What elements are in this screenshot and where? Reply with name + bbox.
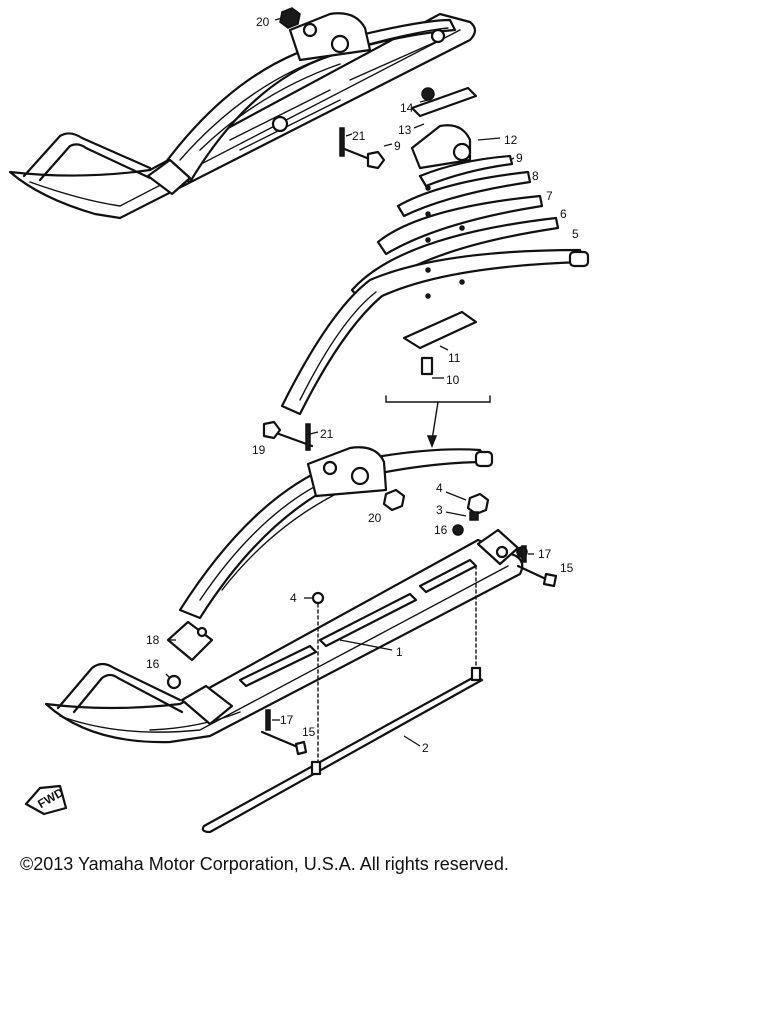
callout-6: 6 [560,207,567,221]
assembled-ski-top [8,12,477,220]
callout-labels: 20 21 9 14 13 12 9 8 7 6 5 11 10 19 21 2… [146,15,579,755]
callout-7: 7 [546,189,553,203]
nut-20-top [274,7,301,29]
callout-3: 3 [436,503,443,517]
callout-16-rear: 16 [434,523,448,537]
callout-9-leaf: 9 [516,151,523,165]
callout-17-front: 17 [280,713,294,727]
bolt-19-top [339,127,393,170]
callout-16-front: 16 [146,657,160,671]
callout-2: 2 [422,741,429,755]
bottom-ski-assembly [44,420,558,834]
callout-1: 1 [396,645,403,659]
callout-14: 14 [400,101,414,115]
callout-9-bolt: 9 [394,139,401,153]
callout-20-bottom: 20 [368,511,382,525]
callout-19: 19 [252,443,266,457]
copyright-notice: ©2013 Yamaha Motor Corporation, U.S.A. A… [20,854,509,874]
callout-21-bottom: 21 [320,427,334,441]
callout-5: 5 [572,227,579,241]
callout-4-ski: 4 [290,591,297,605]
callout-21-top: 21 [352,129,366,143]
fwd-arrow-mark: FWD [24,784,68,816]
callout-20-top: 20 [256,15,270,29]
callout-15-front: 15 [302,725,316,739]
leaf-spring-stack [280,86,590,449]
callout-18: 18 [146,633,160,647]
callout-15-rear: 15 [560,561,574,575]
callout-8: 8 [532,169,539,183]
callout-4-rear: 4 [436,481,443,495]
callout-12: 12 [504,133,518,147]
callout-10: 10 [446,373,460,387]
callout-13: 13 [398,123,412,137]
callout-11: 11 [448,351,461,365]
callout-17-rear: 17 [538,547,552,561]
ski-assembly-diagram: FWD 20 21 9 14 13 12 9 8 7 6 5 11 10 19 … [8,7,590,834]
